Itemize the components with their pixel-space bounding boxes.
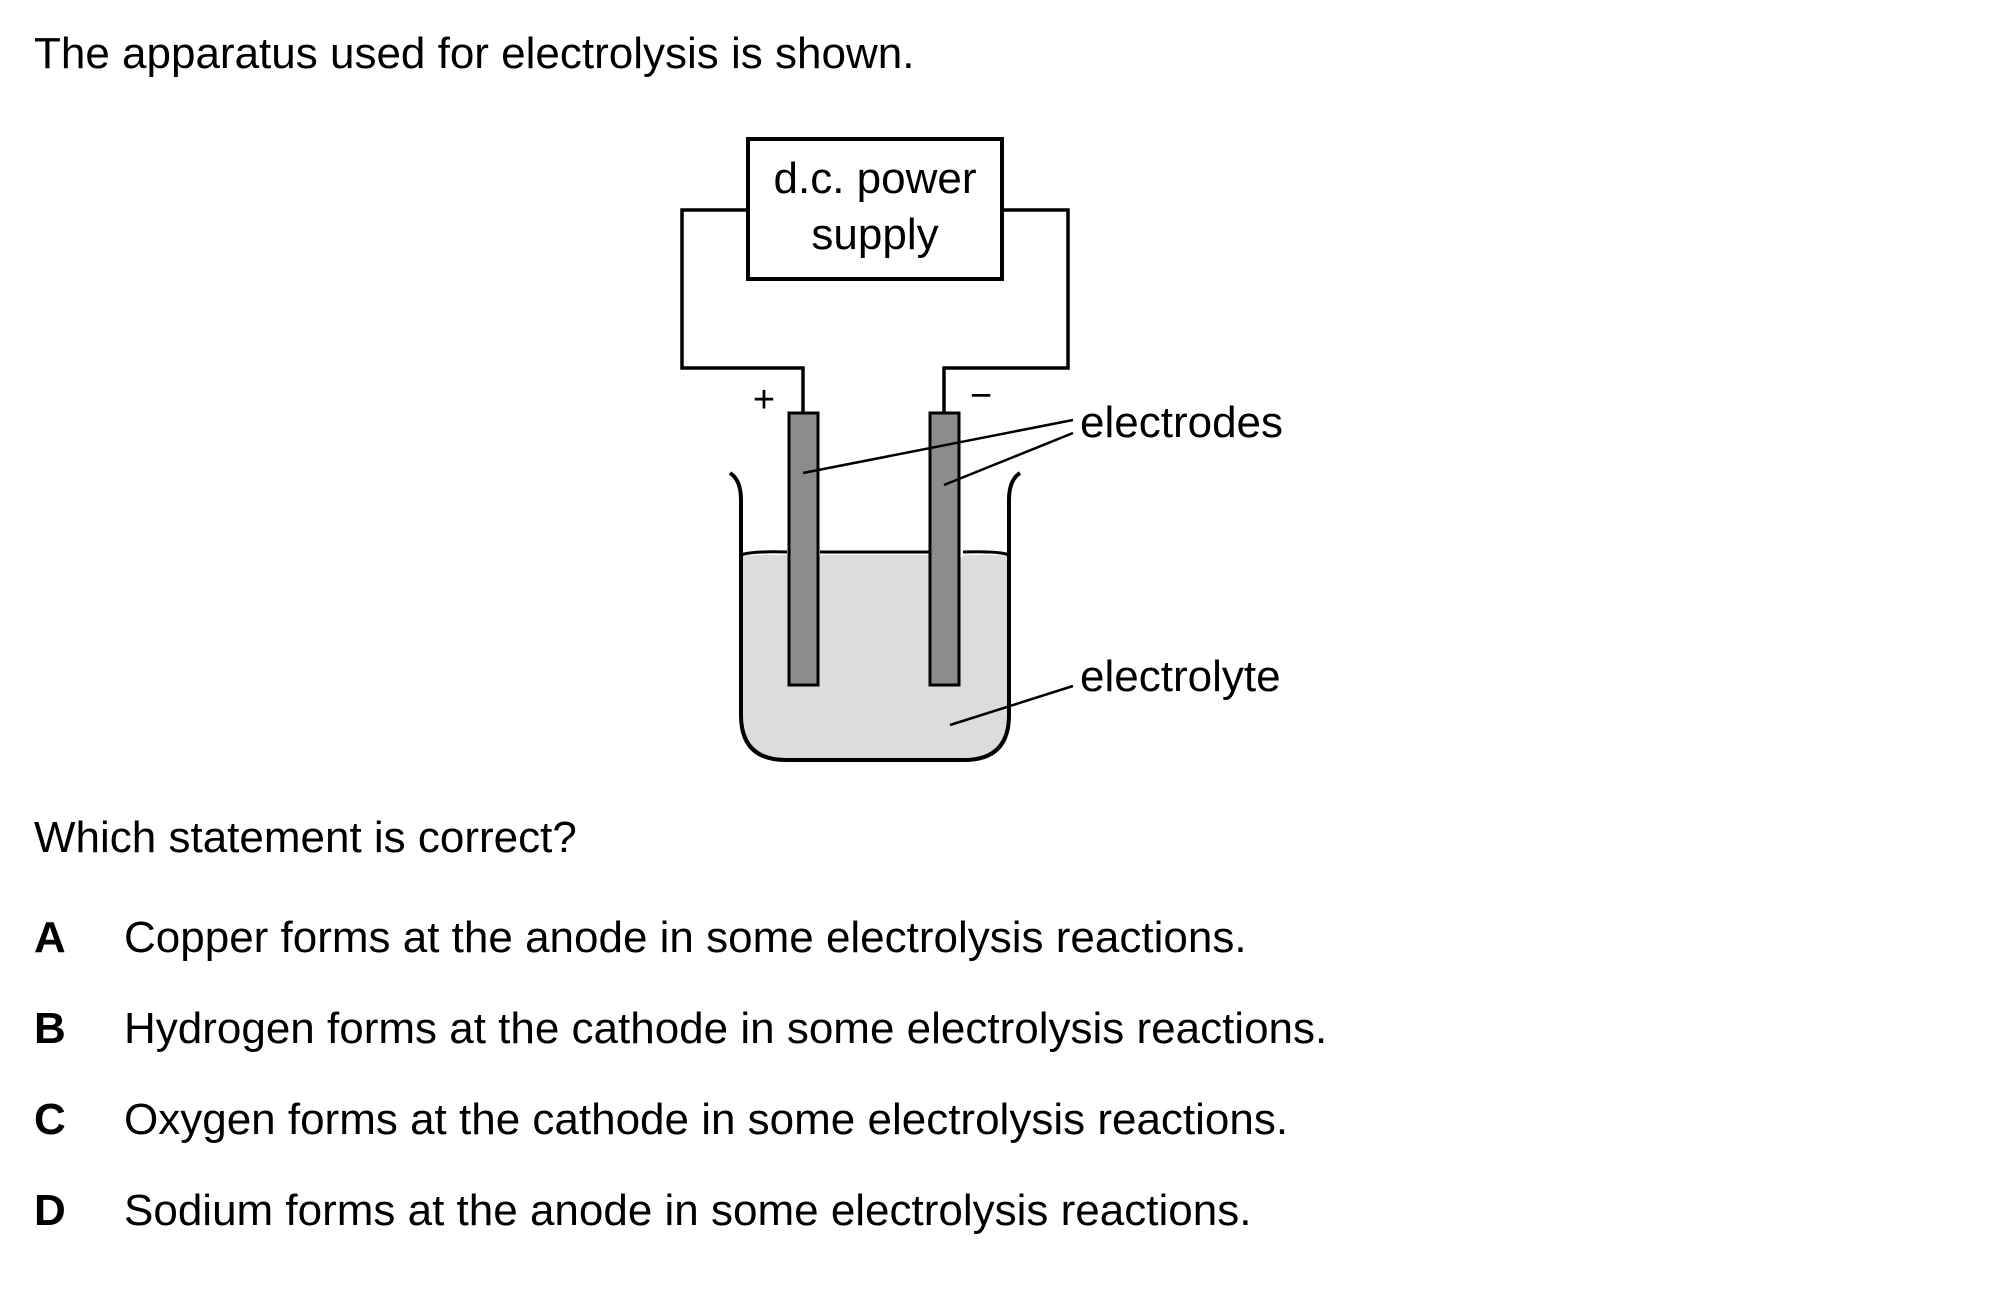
cathode-electrode bbox=[928, 411, 961, 687]
option-letter: B bbox=[34, 1004, 66, 1053]
electrodes-leader-2 bbox=[943, 431, 1074, 487]
power-supply-box bbox=[746, 137, 1004, 281]
beaker bbox=[728, 471, 1022, 762]
option-letter: C bbox=[34, 1095, 66, 1144]
electrolyte-liquid bbox=[741, 555, 1009, 760]
intro-text: The apparatus used for electrolysis is s… bbox=[34, 29, 915, 78]
option-text: Oxygen forms at the cathode in some elec… bbox=[124, 1095, 1289, 1144]
wire-negative bbox=[942, 208, 1070, 413]
wire-positive bbox=[680, 208, 805, 413]
electrolyte-label: electrolyte bbox=[1080, 652, 1281, 701]
positive-sign: + bbox=[753, 379, 775, 421]
option-text: Sodium forms at the anode in some electr… bbox=[124, 1186, 1252, 1235]
power-supply-label-line1: d.c. power bbox=[774, 154, 977, 203]
option-text: Hydrogen forms at the cathode in some el… bbox=[124, 1004, 1328, 1053]
electrodes-label: electrodes bbox=[1080, 398, 1283, 447]
electrodes-leader-1 bbox=[802, 418, 1074, 475]
question-text: Which statement is correct? bbox=[34, 813, 577, 862]
anode-electrode bbox=[787, 411, 820, 687]
option-letter: D bbox=[34, 1186, 66, 1235]
electrolyte-surface bbox=[740, 550, 1010, 557]
power-supply-label-line2: supply bbox=[811, 210, 938, 259]
negative-sign: − bbox=[970, 375, 992, 417]
option-letter: A bbox=[34, 913, 66, 962]
option-text: Copper forms at the anode in some electr… bbox=[124, 913, 1247, 962]
electrolyte-leader bbox=[949, 684, 1074, 727]
